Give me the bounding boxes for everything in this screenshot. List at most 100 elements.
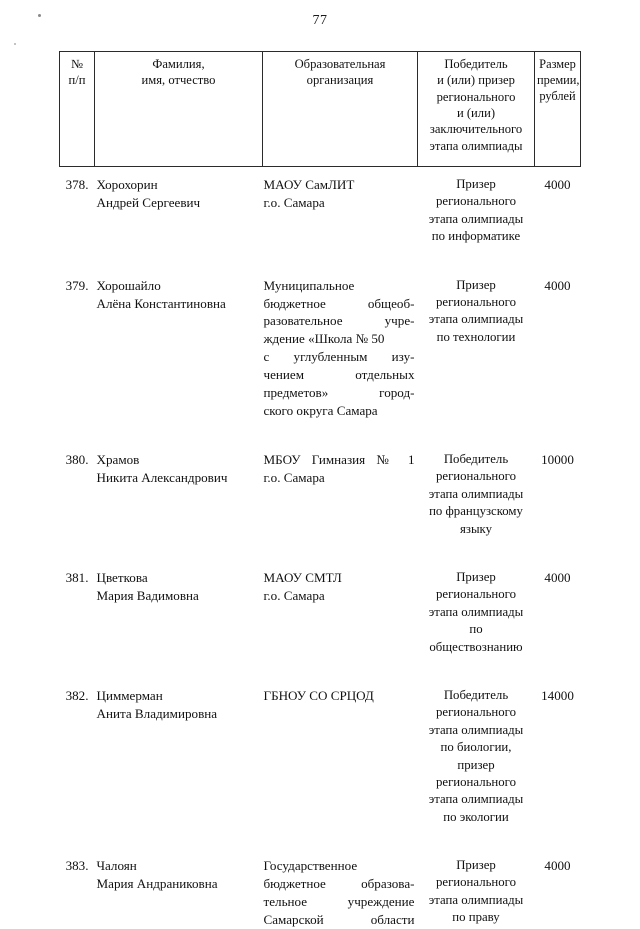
header-cell-number: № п/п [59, 51, 95, 167]
row-organization: Муниципальное бюджетное общеоб- разовате… [263, 268, 418, 421]
award-line: этапа олимпиады [428, 604, 524, 619]
award-line: этапа олимпиады [428, 312, 524, 327]
row-person-name: Циммерман Анита Владимировна [95, 678, 263, 826]
row-organization: Государственное бюджетное образова- тель… [263, 848, 418, 929]
org-line: бюджетное общеоб- [263, 295, 415, 311]
row-organization: МАОУ СМТЛ г.о. Самара [263, 560, 418, 656]
name-line: Хорохорин [96, 177, 158, 192]
row-spacer [60, 538, 581, 560]
org-line: МБОУ Гимназия № 1 [263, 452, 415, 468]
row-number: 383. [65, 858, 89, 874]
row-person-name: Хорохорин Андрей Сергеевич [95, 167, 263, 246]
award-line: регионального [435, 774, 516, 789]
row-amount: 4000 [544, 277, 571, 293]
award-line: регионального [435, 705, 516, 720]
org-line: с углубленным изу- [263, 349, 415, 365]
row-award: Призер регионального этапа олимпиады по … [418, 848, 535, 929]
org-line: чением отдельных [263, 367, 415, 383]
award-line: этапа олимпиады [428, 722, 524, 737]
row-award: Победитель регионального этапа олимпиады… [418, 442, 535, 538]
award-line: по [469, 622, 483, 637]
header-amount-line-3: рублей [539, 89, 576, 104]
org-line: разовательное учре- [263, 313, 415, 329]
award-line: регионального [435, 587, 516, 602]
award-line: по технологии [436, 329, 516, 344]
header-cell-amount: Размер премии, рублей [534, 51, 581, 167]
table-row: 383. Чалоян Мария Андраниковна Государст… [60, 848, 581, 929]
row-amount: 4000 [544, 570, 571, 586]
table-row: 379. Хорошайло Алёна Константиновна Муни… [60, 268, 581, 421]
header-cell-name: Фамилия, имя, отчество [94, 51, 263, 167]
award-line: этапа олимпиады [428, 792, 524, 807]
award-line: Победитель [443, 687, 509, 702]
award-line: этапа олимпиады [428, 892, 524, 907]
award-line: призер [457, 757, 495, 772]
header-amount-line-1: Размер [539, 57, 576, 71]
name-line: Алёна Константиновна [96, 295, 226, 311]
award-line: Победитель [443, 452, 509, 467]
award-line: по биологии, [440, 740, 512, 755]
org-line: МАОУ СамЛИТ [263, 177, 355, 192]
name-line: Цветкова [96, 570, 148, 586]
name-line: Андрей Сергеевич [96, 194, 201, 210]
org-line: тельное учреждение [263, 893, 415, 909]
row-number: 382. [65, 687, 89, 703]
org-line: Государственное [263, 858, 358, 874]
row-spacer [60, 246, 581, 268]
row-organization: МАОУ СамЛИТ г.о. Самара [263, 167, 418, 246]
header-award-line-3: регионального [436, 89, 516, 104]
row-spacer [60, 420, 581, 442]
header-name-line-2: имя, отчество [141, 73, 216, 88]
award-line: Призер [456, 277, 496, 292]
award-line: Призер [456, 858, 496, 873]
row-number: 378. [65, 177, 89, 192]
award-line: регионального [435, 875, 516, 890]
name-line: Никита Александрович [96, 470, 228, 485]
page-number: 77 [312, 13, 328, 28]
org-line: ского округа Самара [263, 403, 378, 419]
row-organization: ГБНОУ СО СРЦОД [263, 678, 418, 826]
name-line: Анита Владимировна [96, 705, 218, 721]
row-award: Призер регионального этапа олимпиады по … [418, 560, 535, 656]
scan-speck [14, 43, 16, 45]
row-organization: МБОУ Гимназия № 1 г.о. Самара [263, 442, 418, 538]
name-line: Чалоян [96, 858, 137, 874]
row-amount: 4000 [544, 177, 571, 192]
header-award-line-5: заключительного [429, 122, 523, 137]
name-line: Циммерман [96, 687, 163, 703]
row-person-name: Хорошайло Алёна Константиновна [95, 268, 263, 421]
award-line: по информатике [431, 229, 521, 244]
award-line: регионального [435, 294, 516, 309]
name-line: Хорошайло [96, 277, 161, 293]
org-line: бюджетное образова- [263, 876, 415, 892]
header-award-line-1: Победитель [444, 57, 508, 71]
row-number: 380. [65, 452, 89, 468]
name-line: Мария Андраниковна [96, 876, 218, 892]
row-award: Призер регионального этапа олимпиады по … [418, 167, 535, 246]
name-line: Мария Вадимовна [96, 587, 199, 603]
org-line: ждение «Школа № 50 [263, 331, 385, 347]
award-line: по экологии [443, 809, 509, 824]
header-award-line-6: этапа олимпиады [429, 138, 523, 153]
row-award: Призер регионального этапа олимпиады по … [418, 268, 535, 421]
award-line: этапа олимпиады [428, 486, 524, 501]
header-amount-line-2: премии, [537, 73, 580, 88]
header-row: № п/п Фамилия, имя, отчество Образовател… [59, 51, 581, 167]
org-line: МАОУ СМТЛ [263, 570, 342, 586]
org-line: Муниципальное [263, 277, 355, 293]
header-org-line-1: Образовательная [294, 57, 386, 71]
org-line: Самарской области [263, 911, 415, 927]
award-line: по французскому [429, 504, 523, 519]
row-amount: 4000 [544, 858, 571, 874]
header-cell-award: Победитель и (или) призер регионального … [417, 51, 535, 167]
award-line: по праву [452, 910, 500, 925]
award-table-container: № п/п Фамилия, имя, отчество Образовател… [59, 51, 581, 929]
row-number: 381. [65, 570, 89, 586]
award-line: Призер [456, 570, 496, 585]
row-award: Победитель регионального этапа олимпиады… [418, 678, 535, 826]
row-spacer [60, 656, 581, 678]
org-line: предметов» город- [263, 385, 415, 401]
table-row: 380. Храмов Никита Александрович МБОУ Ги… [60, 442, 581, 538]
table-header: № п/п Фамилия, имя, отчество Образовател… [59, 51, 581, 167]
row-amount: 14000 [541, 687, 574, 703]
